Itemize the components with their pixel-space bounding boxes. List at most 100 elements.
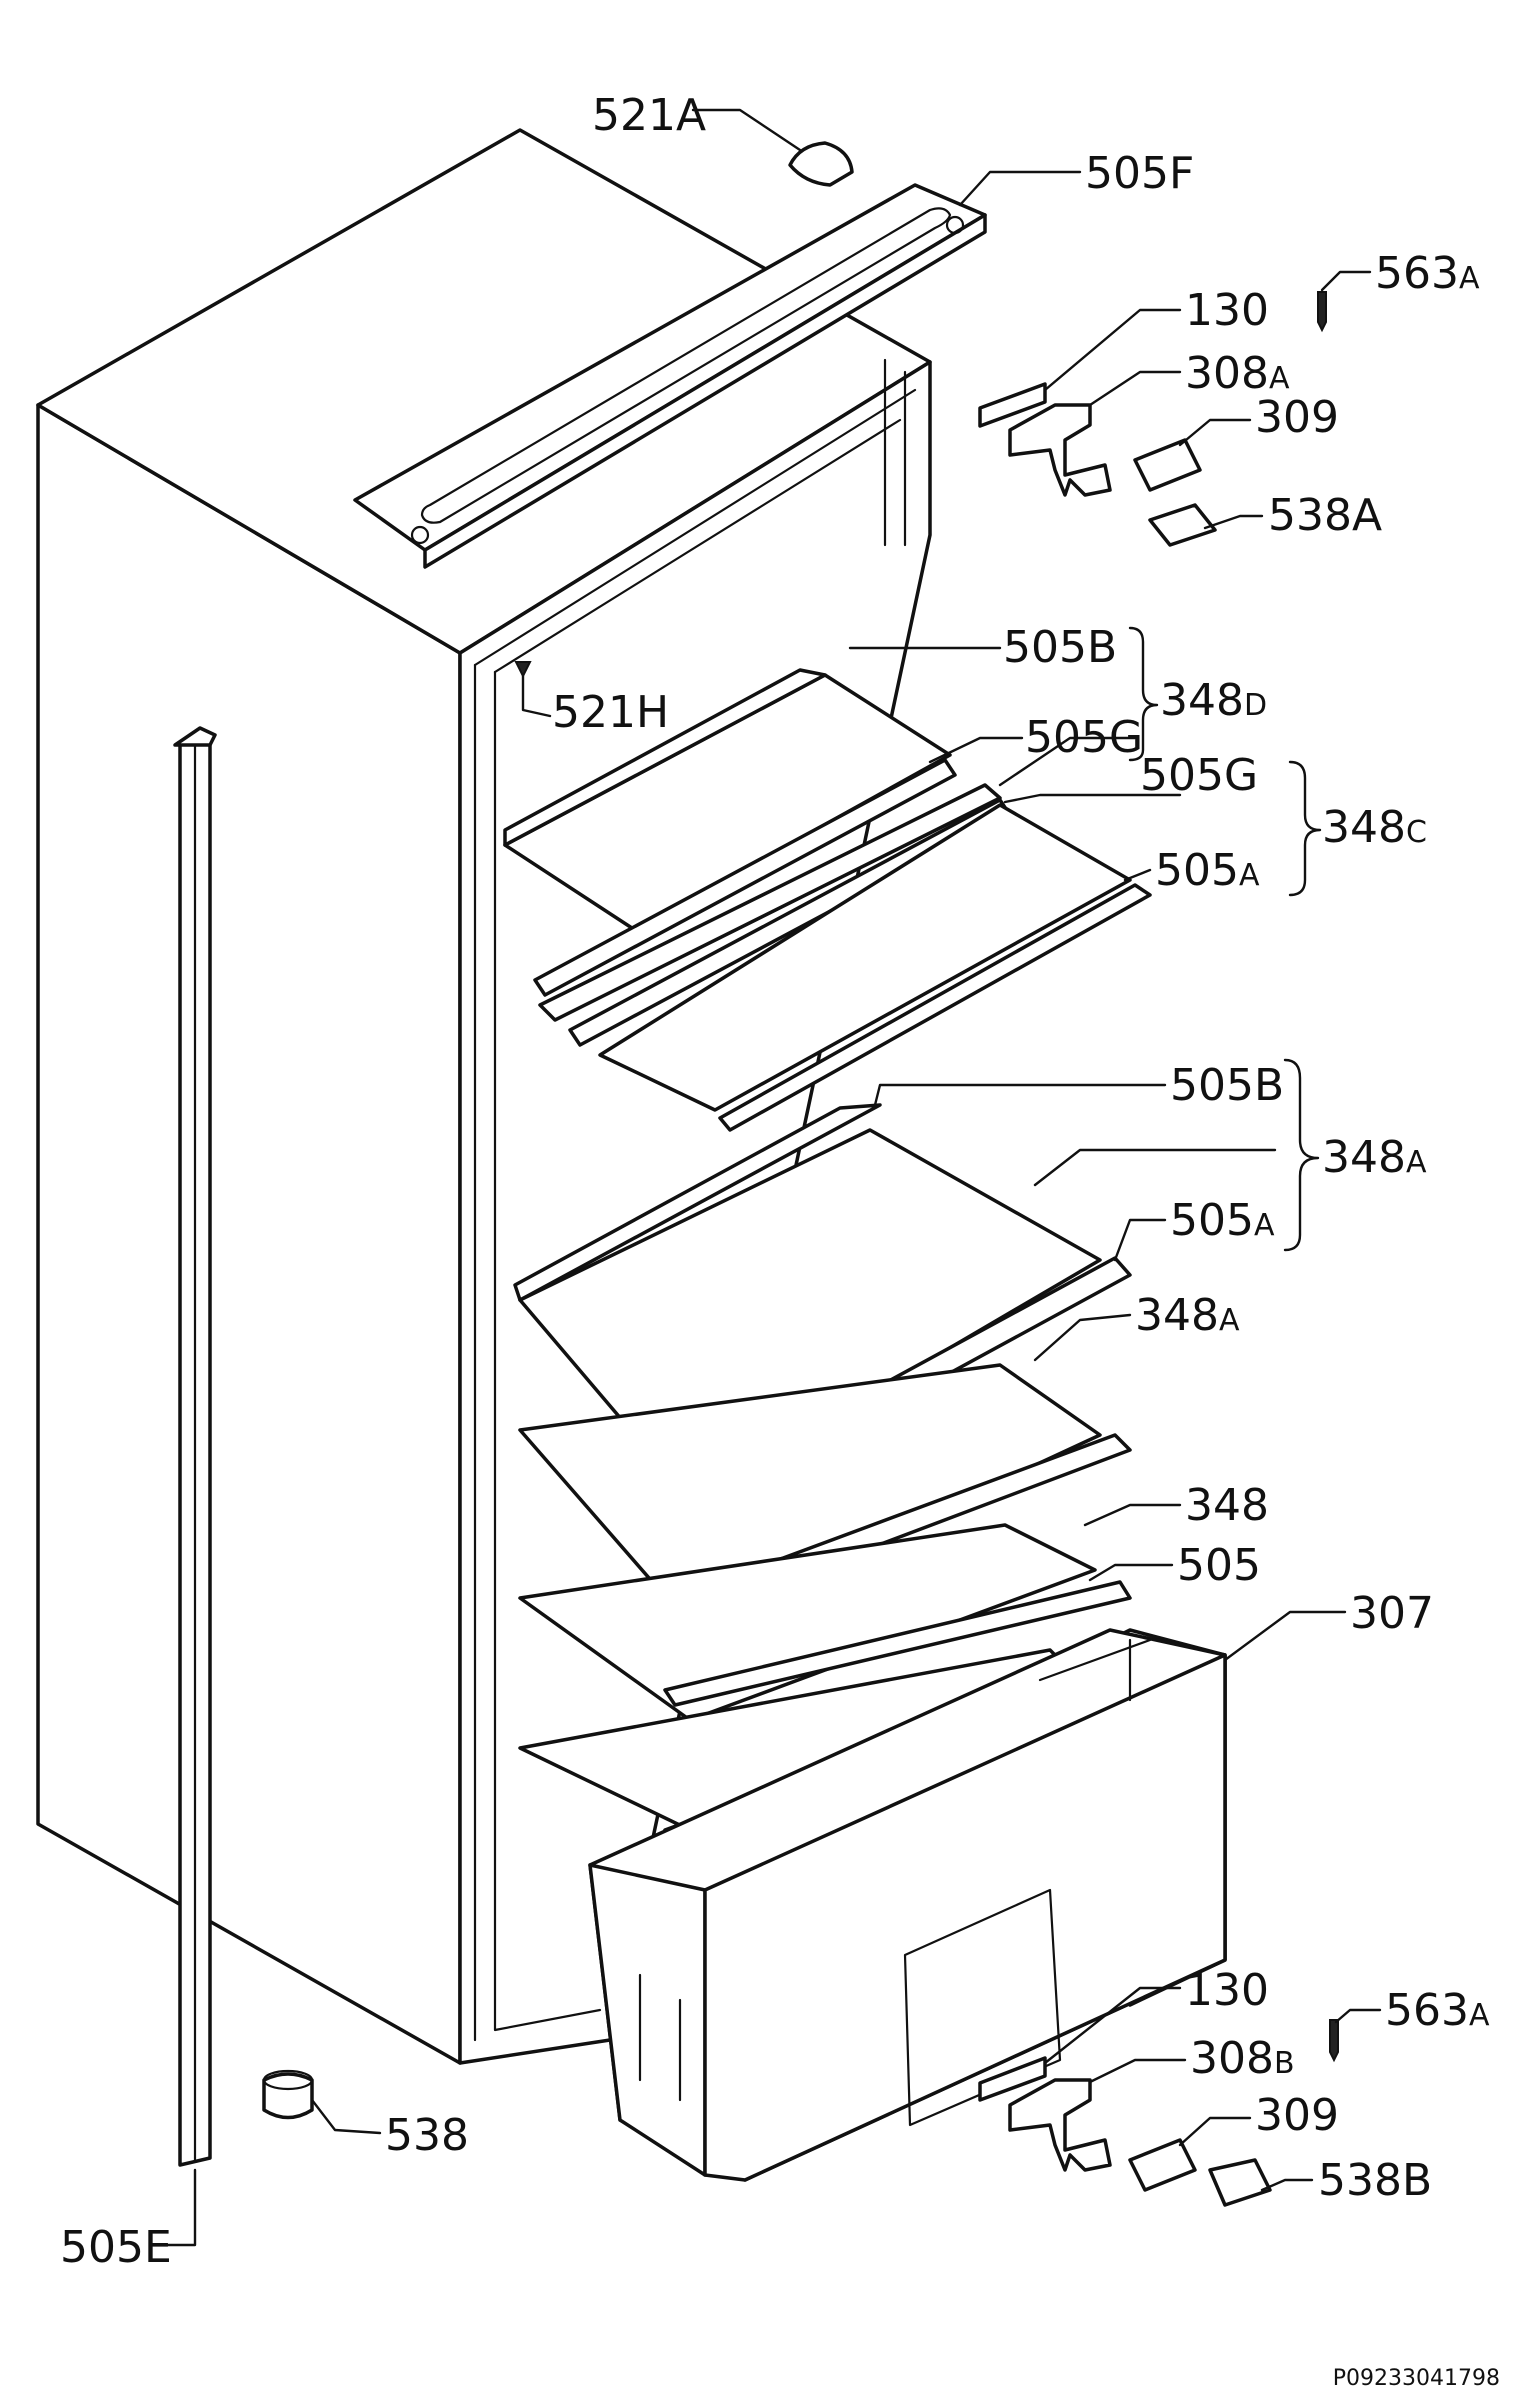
- label-308b: 308B: [1190, 2033, 1295, 2084]
- leader-line: [1088, 2058, 1187, 2084]
- label-309-lower: 309: [1255, 2090, 1339, 2141]
- part-labels: 521A 505F 563A 130 308A 309 538A 505B 34…: [60, 90, 1500, 2391]
- crisper-drawer: [588, 1628, 1227, 2182]
- label-538b: 538B: [1318, 2155, 1432, 2206]
- leader-line: [1178, 418, 1252, 447]
- leader-line: [1088, 1563, 1174, 1582]
- drawer-handle-recess: [903, 1888, 1062, 2127]
- leader-line: [691, 108, 802, 152]
- leader-line: [1033, 1313, 1132, 1362]
- label-348: 348: [1185, 1480, 1269, 1531]
- label-505e: 505E: [60, 2222, 172, 2273]
- label-505b-lower: 505B: [1170, 1060, 1284, 1111]
- leader-line: [998, 736, 1137, 787]
- screw-upper: [1317, 291, 1327, 333]
- leader-line: [521, 674, 552, 718]
- leader-line: [1043, 1986, 1182, 2065]
- leader-lines: [158, 108, 1382, 2247]
- leader-line: [1123, 868, 1152, 882]
- bracket-348d: [1128, 626, 1159, 762]
- shelf-348d: [503, 668, 957, 997]
- leader-line: [1003, 793, 1182, 804]
- shelf-348c: [538, 783, 1152, 1132]
- top-rail-flange: [423, 213, 987, 569]
- label-563a-lower: 563A: [1385, 1985, 1490, 2036]
- leader-line: [1223, 1610, 1347, 1662]
- shelf-rear-trim: [503, 668, 827, 847]
- shelf-348: [518, 1523, 1132, 1722]
- lower-hinge-set: [978, 2019, 1339, 2207]
- leader-line: [1203, 514, 1264, 530]
- leader-line: [958, 170, 1082, 207]
- top-rail-slot: [420, 207, 952, 524]
- leader-line: [1260, 2178, 1314, 2192]
- leader-line: [310, 2098, 382, 2135]
- screw-lower: [1329, 2019, 1339, 2063]
- top-rail-hole: [945, 215, 965, 235]
- shelf-glass: [518, 1363, 1102, 1627]
- cabinet-inner-edge: [493, 670, 602, 2032]
- label-563a-upper: 563A: [1375, 248, 1480, 299]
- label-538: 538: [385, 2110, 469, 2161]
- label-521h: 521H: [552, 687, 669, 738]
- foot: [262, 2069, 314, 2120]
- label-130-upper: 130: [1185, 285, 1269, 336]
- drawing-code: P09233041798: [1333, 2366, 1500, 2391]
- screw-small-head: [514, 661, 532, 679]
- label-348d: 348D: [1160, 675, 1267, 726]
- label-521a: 521A: [592, 90, 706, 141]
- shelf-front-trim: [533, 758, 957, 997]
- leader-line: [1083, 1503, 1182, 1527]
- hinge-block-lower: [978, 2056, 1047, 2102]
- shelf-glass: [518, 1523, 1097, 1722]
- leader-line: [928, 736, 1024, 764]
- cabinet-inner-edge: [473, 388, 917, 667]
- door-strip-top: [173, 726, 217, 747]
- top-rail-hole: [410, 525, 430, 545]
- shelf-glass: [598, 803, 1132, 1112]
- screw-small: [514, 661, 532, 679]
- drawer-front-face: [703, 1653, 1227, 2182]
- door-strip: [173, 726, 217, 2167]
- shelf-front-trim: [718, 883, 1152, 1132]
- leader-line: [1113, 1218, 1167, 1262]
- label-348a: 348A: [1135, 1290, 1240, 1341]
- cabinet-side-panel: [36, 403, 462, 2065]
- hinge-cover-lower: [1208, 2158, 1272, 2207]
- label-505a-lower: 505A: [1170, 1195, 1275, 1246]
- label-307: 307: [1350, 1588, 1434, 1639]
- cap-body: [788, 141, 854, 187]
- shelf-trim-back: [513, 1103, 882, 1302]
- cover-plate-lower: [1128, 2138, 1197, 2192]
- label-505f: 505F: [1085, 148, 1194, 199]
- top-rail: [353, 183, 987, 569]
- bracket-348c: [1288, 760, 1322, 897]
- label-309-upper: 309: [1255, 392, 1339, 443]
- leader-line: [1178, 2116, 1252, 2147]
- hinge-block-upper: [978, 382, 1047, 428]
- leader-line: [1043, 308, 1182, 392]
- hinge-lower: [1008, 2078, 1112, 2172]
- cap: [788, 141, 854, 187]
- label-348a-bracket: 348A: [1322, 1132, 1427, 1183]
- drawer-divider: [1038, 1638, 1152, 1682]
- label-538a: 538A: [1268, 490, 1382, 541]
- shelf-front-trim: [663, 1580, 1132, 1707]
- label-308a: 308A: [1185, 348, 1290, 399]
- bracket-348a: [1283, 1058, 1320, 1252]
- label-130-lower: 130: [1185, 1965, 1269, 2016]
- label-348c: 348C: [1322, 802, 1427, 853]
- label-505: 505: [1177, 1540, 1261, 1591]
- foot-body: [262, 2072, 314, 2120]
- drawer-front: [588, 1863, 707, 2177]
- leader-line: [1334, 2008, 1382, 2024]
- label-505g-upper: 505G: [1025, 712, 1143, 763]
- upper-hinge-set: [978, 291, 1327, 547]
- shelf-trim-back: [538, 783, 1002, 1022]
- cabinet-inner-edge: [493, 418, 902, 674]
- leader-line: [873, 1083, 1167, 1107]
- foot-top: [262, 2069, 314, 2091]
- label-505a-upper: 505A: [1155, 845, 1260, 896]
- label-505b-upper: 505B: [1003, 622, 1117, 673]
